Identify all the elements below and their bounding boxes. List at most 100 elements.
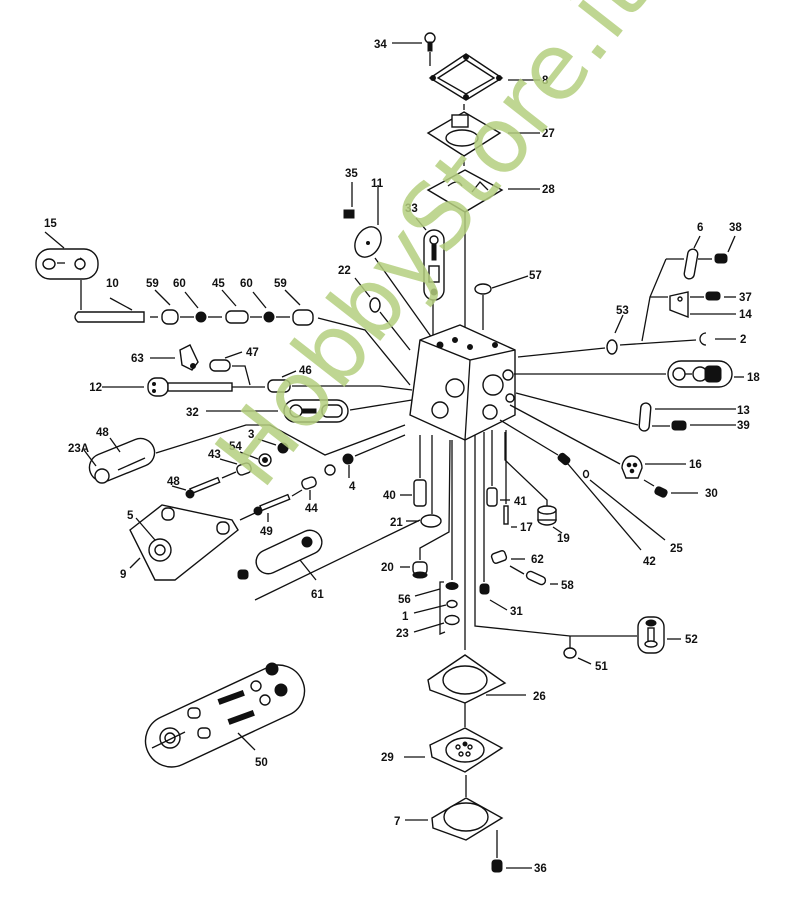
part-33-assembly [415, 217, 445, 338]
label-23A: 23A [68, 443, 89, 455]
part-44-spring [301, 476, 317, 500]
part-4-washer [342, 434, 406, 478]
part-35-screw [343, 182, 355, 219]
label-43: 43 [208, 449, 221, 461]
label-3: 3 [248, 429, 254, 441]
label-48-b: 48 [167, 476, 180, 488]
part-12-shaft [102, 377, 265, 397]
part-42-spring [499, 419, 642, 551]
label-59-b: 59 [274, 278, 287, 290]
label-22: 22 [338, 265, 351, 277]
part-59-bushing-b [284, 289, 411, 386]
label-32: 32 [186, 407, 199, 419]
label-56: 56 [398, 594, 411, 606]
part-58-tube [509, 565, 558, 586]
part-6-lever [666, 235, 712, 280]
part-41-spring [486, 430, 510, 507]
label-25: 25 [670, 543, 683, 555]
label-14: 14 [739, 309, 752, 321]
label-10: 10 [106, 278, 119, 290]
label-59-a: 59 [146, 278, 159, 290]
label-51: 51 [595, 661, 608, 673]
label-44: 44 [305, 503, 318, 515]
part-52-assembly [637, 616, 681, 654]
label-9: 9 [120, 569, 126, 581]
label-2: 2 [740, 334, 746, 346]
part-57-seal [474, 275, 529, 330]
part-44-washer [324, 464, 336, 476]
part-62-fitting [490, 550, 525, 564]
part-18-assembly [514, 360, 744, 388]
part-14-bracket [650, 291, 736, 319]
label-61: 61 [311, 589, 324, 601]
part-36-screw [491, 830, 532, 873]
part-32-assembly [206, 399, 413, 423]
part-5-9-lever-assembly [129, 504, 239, 581]
part-47-spring [209, 351, 251, 386]
part-13-lever [515, 392, 736, 432]
part-60-washer-b [252, 291, 275, 323]
label-34: 34 [374, 39, 387, 51]
part-37-screw [705, 291, 736, 301]
label-27: 27 [542, 128, 555, 140]
label-35: 35 [345, 168, 358, 180]
label-39: 39 [737, 420, 750, 432]
label-53: 53 [616, 305, 629, 317]
label-38: 38 [729, 222, 742, 234]
part-20-valve [400, 439, 451, 579]
part-28-diaphragm [426, 169, 540, 213]
part-3-washer [257, 438, 289, 454]
label-40: 40 [383, 490, 396, 502]
part-27-gasket [426, 111, 540, 157]
label-30: 30 [705, 488, 718, 500]
label-6: 6 [697, 222, 703, 234]
part-56-1-23-group [413, 440, 460, 635]
part-29-diaphragm [404, 727, 504, 773]
part-19-plug [504, 432, 563, 534]
part-49-needle [239, 489, 303, 522]
label-54: 54 [229, 441, 242, 453]
label-13: 13 [737, 405, 750, 417]
part-26-gasket [427, 654, 526, 704]
part-45-spring [221, 289, 249, 324]
part-17-pin [503, 430, 517, 528]
label-62: 62 [531, 554, 544, 566]
label-18: 18 [747, 372, 760, 384]
label-7: 7 [394, 816, 400, 828]
label-57: 57 [529, 270, 542, 282]
label-29: 29 [381, 752, 394, 764]
part-31-screw [479, 432, 508, 611]
label-52: 52 [685, 634, 698, 646]
label-1: 1 [402, 611, 409, 623]
part-34-screw [392, 32, 436, 52]
label-33: 33 [405, 203, 418, 215]
label-21: 21 [390, 517, 403, 529]
label-60-b: 60 [240, 278, 253, 290]
part-60-washer-a [184, 291, 207, 323]
part-51-plug [563, 636, 592, 665]
label-41: 41 [514, 496, 527, 508]
label-63: 63 [131, 353, 144, 365]
label-15: 15 [44, 218, 57, 230]
part-43-spring [219, 458, 252, 476]
label-20: 20 [381, 562, 394, 574]
label-49: 49 [260, 526, 273, 538]
part-8-cover [428, 53, 540, 101]
label-45: 45 [212, 278, 225, 290]
part-10-shaft [74, 297, 145, 323]
part-46-spring [267, 370, 413, 393]
label-58: 58 [561, 580, 574, 592]
part-7-gasket [405, 797, 504, 841]
label-47: 47 [246, 347, 259, 359]
label-46: 46 [299, 365, 312, 377]
part-16-diaphragm [509, 404, 686, 479]
label-12: 12 [89, 382, 102, 394]
label-42: 42 [643, 556, 656, 568]
part-38-screw [714, 235, 736, 264]
part-54-washer [239, 451, 272, 467]
label-36: 36 [534, 863, 547, 875]
label-4: 4 [349, 481, 356, 493]
part-15-group [35, 231, 99, 310]
part-61-assembly [237, 519, 421, 601]
